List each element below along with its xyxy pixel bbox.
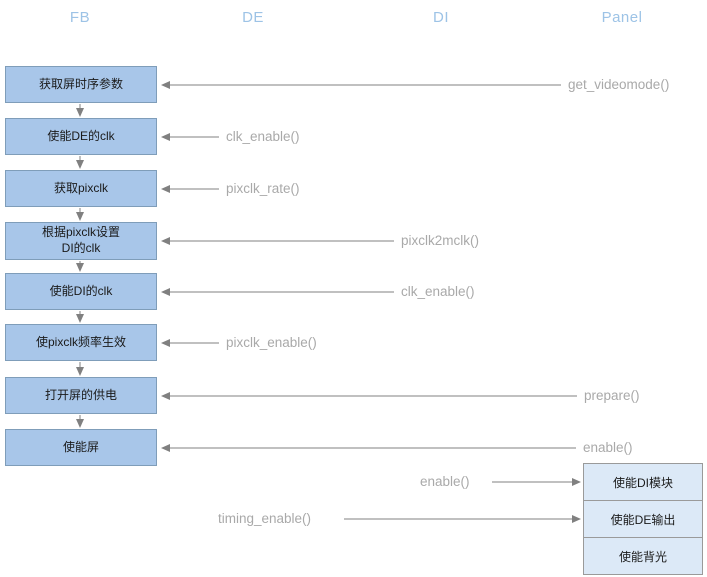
call-label-enable-panel: enable()	[583, 440, 633, 455]
panel-step-enable-backlight: 使能背光	[583, 537, 703, 575]
fb-step-enable-di-clk: 使能DI的clk	[5, 273, 157, 310]
call-label-prepare: prepare()	[584, 388, 640, 403]
call-label-get-videomode: get_videomode()	[568, 77, 670, 92]
panel-step-enable-de-output: 使能DE输出	[583, 500, 703, 538]
call-label-clk-enable-de: clk_enable()	[226, 129, 300, 144]
fb-step-enable-panel: 使能屏	[5, 429, 157, 466]
panel-step-enable-di-module: 使能DI模块	[583, 463, 703, 501]
column-header-di: DI	[433, 9, 449, 26]
column-header-de: DE	[242, 9, 264, 26]
fb-step-enable-de-clk: 使能DE的clk	[5, 118, 157, 155]
call-label-clk-enable-di: clk_enable()	[401, 284, 475, 299]
fb-step-power-on-panel: 打开屏的供电	[5, 377, 157, 414]
call-label-enable-di-module: enable()	[420, 474, 470, 489]
call-label-timing-enable: timing_enable()	[218, 511, 312, 526]
call-label-pixclk-rate: pixclk_rate()	[226, 181, 300, 196]
fb-step-set-di-clk: 根据pixclk设置 DI的clk	[5, 222, 157, 260]
call-label-pixclk2mclk: pixclk2mclk()	[401, 233, 480, 248]
column-header-panel: Panel	[601, 9, 643, 26]
call-label-pixclk-enable: pixclk_enable()	[226, 335, 317, 350]
fb-step-apply-pixclk: 使pixclk频率生效	[5, 324, 157, 361]
fb-step-get-timing-params: 获取屏时序参数	[5, 66, 157, 103]
column-header-fb: FB	[69, 9, 91, 26]
fb-step-get-pixclk: 获取pixclk	[5, 170, 157, 207]
